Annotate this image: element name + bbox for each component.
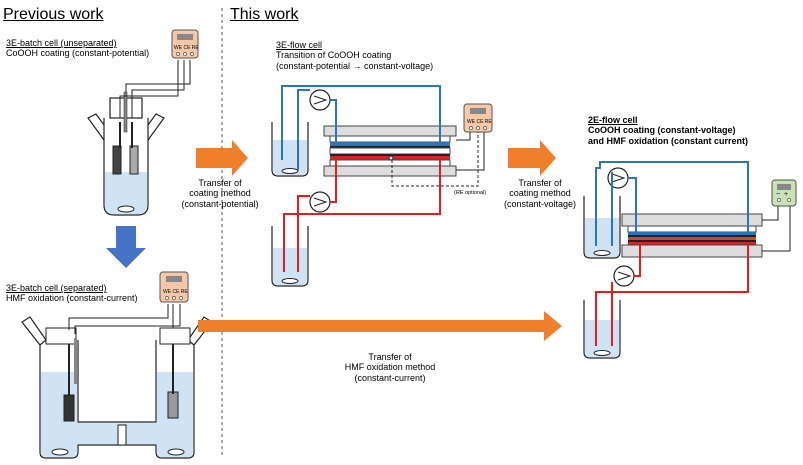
desc1-flow-3e: Transition of CoOOH coating	[276, 50, 392, 61]
re-optional-label: (RE optional)	[454, 190, 487, 196]
stir-bar	[117, 205, 135, 213]
transfer-1-line-1: Transfer of	[198, 178, 242, 188]
ps-minus: −	[776, 191, 781, 198]
desc1-flow-2e: CoOOH coating (constant-voltage)	[588, 125, 736, 136]
flow-cell-3e	[271, 85, 485, 287]
pot1-ce: CE	[183, 45, 191, 51]
caption-batch-separated: 3E-batch cell (separated) HMF oxidation …	[6, 283, 138, 304]
caption-flow-2e: 2E-flow cell CoOOH coating (constant-vol…	[588, 115, 748, 146]
title-flow-2e: 2E-flow cell	[588, 115, 638, 125]
orange-arrow-1	[196, 140, 248, 176]
transfer-1-line-3: (constant-potential)	[181, 198, 259, 209]
pot1-re: RE	[191, 45, 199, 51]
transfer-2-line-1: Transfer of	[518, 178, 562, 188]
header-this-work: This work	[230, 6, 299, 23]
title-batch-unseparated: 3E-batch cell (unseparated)	[6, 38, 117, 48]
transfer-3-line-2: HMF oxidation method	[344, 362, 436, 373]
potentiostat-3	[463, 103, 493, 133]
reference-electrode	[123, 91, 128, 133]
potentiostat-2	[159, 271, 189, 303]
batch-cell-unseparated	[87, 60, 191, 216]
power-supply	[771, 179, 797, 207]
transfer-3-line-3: (constant-current)	[354, 372, 426, 383]
working-electrode	[112, 145, 122, 175]
pot3-ce: CE	[476, 119, 484, 125]
header-previous-work: Previous work	[3, 6, 104, 23]
transfer-2-line-3: (constant-voltage)	[503, 198, 577, 209]
pot1-terminal-labels: WE CE RE	[174, 45, 199, 52]
transfer-1-line-2: coating method	[189, 188, 251, 199]
ps-plus: +	[783, 191, 789, 198]
pot2-re: RE	[180, 289, 188, 295]
transfer-2-line-2: coating method	[509, 188, 571, 199]
transfer-label-3: Transfer of HMF oxidation method (consta…	[320, 352, 460, 383]
power-supply-terminal-labels: − +	[776, 191, 788, 199]
desc-batch-separated: HMF oxidation (constant-current)	[6, 293, 138, 304]
orange-arrow-3	[198, 311, 562, 341]
title-flow-3e: 3E-flow cell	[276, 40, 323, 50]
title-batch-separated: 3E-batch cell (separated)	[6, 283, 107, 293]
potentiostat-1	[171, 29, 199, 59]
counter-electrode	[129, 145, 139, 175]
orange-arrow-2	[508, 140, 556, 176]
pot2-ce: CE	[172, 289, 180, 295]
batch-cell-separated	[21, 304, 213, 459]
blue-arrow-down	[106, 226, 146, 268]
transfer-label-1: Transfer of coating method (constant-pot…	[170, 178, 270, 209]
desc2-flow-2e: and HMF oxidation (constant current)	[588, 135, 749, 146]
desc-batch-unseparated: CoOOH coating (constant-potential)	[6, 48, 150, 59]
membrane	[117, 424, 127, 446]
pot1-we: WE	[174, 45, 183, 51]
desc2-flow-3e: (constant-potential → constant-voltage)	[276, 60, 434, 71]
pot3-re: RE	[484, 119, 492, 125]
pot2-terminal-labels: WE CE RE	[163, 289, 188, 296]
caption-flow-3e: 3E-flow cell Transition of CoOOH coating…	[276, 40, 433, 71]
pot2-we: WE	[163, 289, 172, 295]
pot3-we: WE	[467, 119, 476, 125]
pot3-terminal-labels: WE CE RE	[467, 119, 492, 126]
flow-cell-2e	[583, 161, 791, 359]
caption-batch-unseparated: 3E-batch cell (unseparated) CoOOH coatin…	[6, 38, 149, 59]
transfer-3-line-1: Transfer of	[368, 352, 412, 362]
transfer-label-2: Transfer of coating method (constant-vol…	[490, 178, 590, 209]
